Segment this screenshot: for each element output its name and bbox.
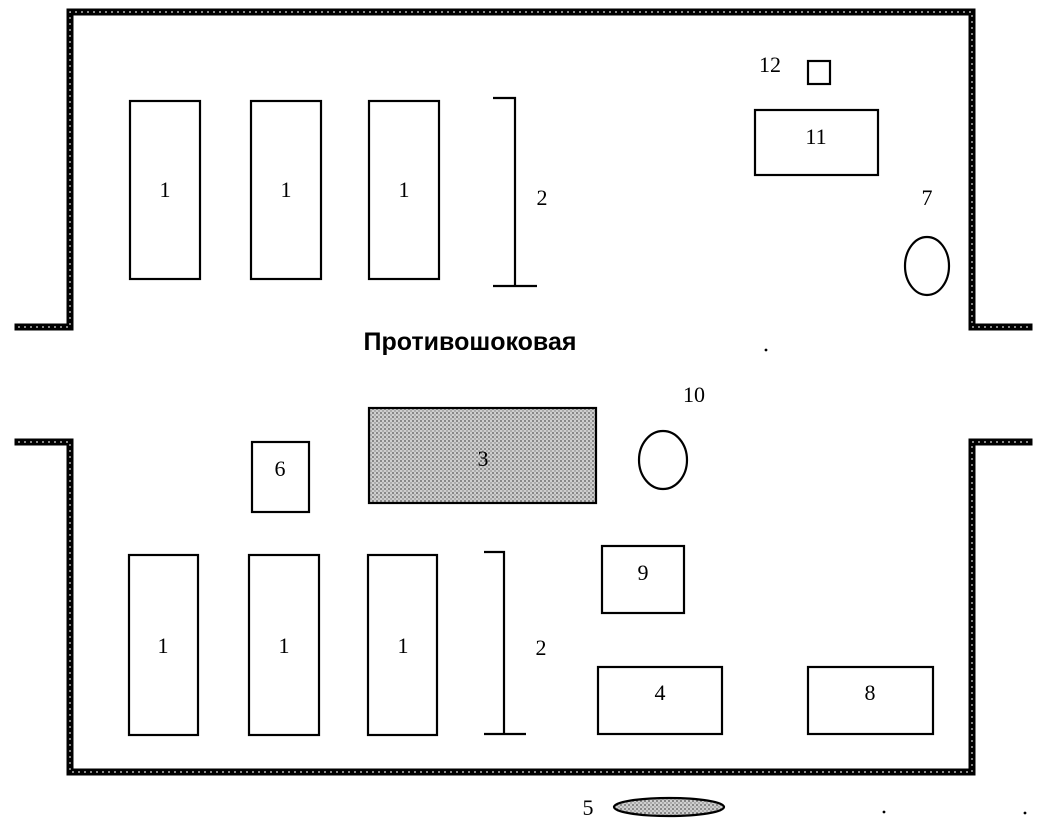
table-11 (753, 108, 880, 177)
round-10-number: 10 (683, 382, 705, 407)
room-title: Противошоковая (364, 328, 577, 356)
table-11-number: 11 (805, 124, 826, 149)
wall-lower-texture (18, 441, 1029, 773)
table-4 (596, 665, 724, 736)
scan-speck (1023, 811, 1027, 815)
basin-5-number: 5 (583, 795, 594, 820)
bed-upper-1-number: 1 (160, 177, 171, 202)
scan-speck (882, 810, 886, 814)
bed-lower-2-number: 1 (279, 633, 290, 658)
cabinet-6 (250, 440, 311, 514)
table-8 (806, 665, 935, 736)
bed-lower-1 (127, 553, 200, 737)
bed-lower-1-number: 1 (158, 633, 169, 658)
upper-beds: 1 1 1 (128, 99, 441, 281)
screen-lower (484, 550, 526, 736)
bed-upper-3 (367, 99, 441, 281)
cabinet-9-number: 9 (638, 560, 649, 585)
scan-speck (764, 348, 768, 352)
round-7-number: 7 (922, 185, 933, 210)
bed-upper-3-number: 1 (399, 177, 410, 202)
round-10 (637, 429, 689, 491)
cabinet-9 (600, 544, 686, 615)
screen-lower-number: 2 (536, 635, 547, 660)
round-7 (903, 235, 951, 297)
cabinet-6-number: 6 (275, 456, 286, 481)
box-12-number: 12 (759, 52, 781, 77)
walls (14, 8, 1033, 776)
bed-upper-2-number: 1 (281, 177, 292, 202)
basin-5 (612, 796, 726, 818)
table-8-number: 8 (865, 680, 876, 705)
bed-lower-3-number: 1 (398, 633, 409, 658)
bed-upper-1 (128, 99, 202, 281)
bed-lower-2 (247, 553, 321, 737)
table-3-number: 3 (478, 446, 489, 471)
wall-upper-texture (18, 11, 1029, 328)
box-12 (806, 59, 832, 86)
bed-lower-3 (366, 553, 439, 737)
lower-beds: 1 1 1 (127, 553, 439, 737)
screen-upper-number: 2 (537, 185, 548, 210)
screen-upper (493, 96, 537, 288)
table-4-number: 4 (655, 680, 666, 705)
bed-upper-2 (249, 99, 323, 281)
table-3 (367, 406, 598, 505)
